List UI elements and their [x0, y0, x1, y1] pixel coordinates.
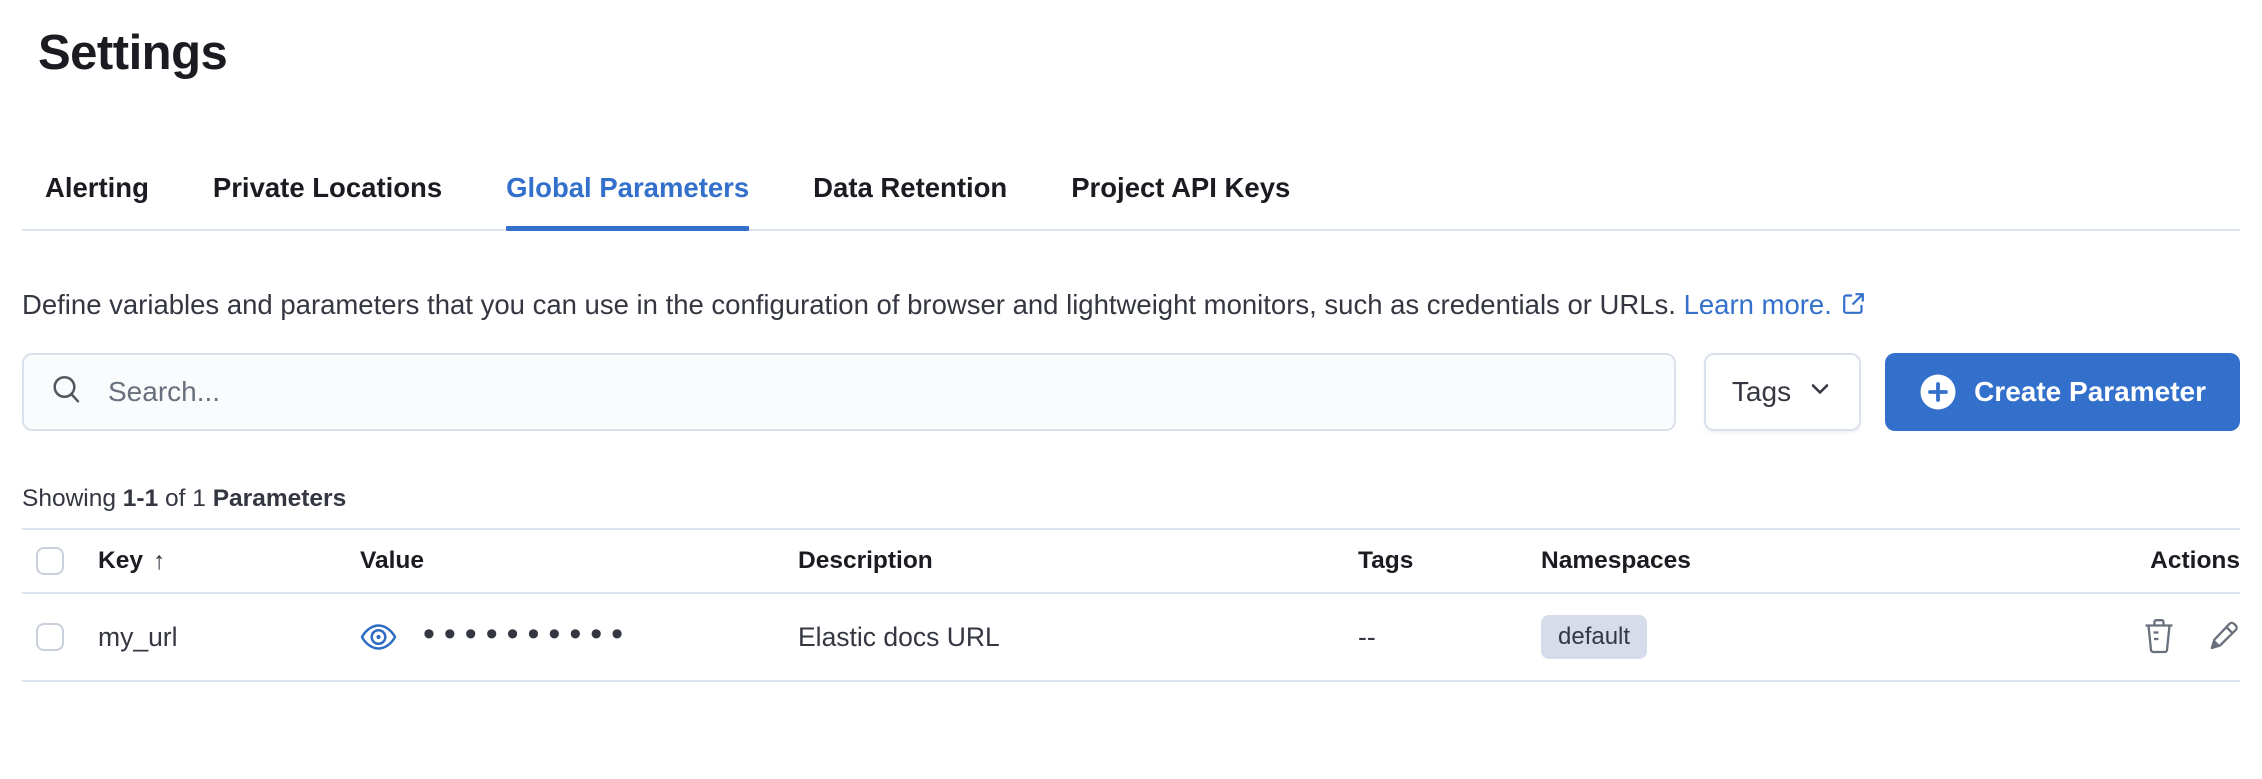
page-description: Define variables and parameters that you… — [22, 281, 2192, 331]
sort-ascending-icon: ↑ — [152, 546, 166, 575]
tags-filter-label: Tags — [1731, 376, 1792, 407]
results-range: 1-1 — [122, 485, 159, 512]
tab-project-api-keys[interactable]: Project API Keys — [1071, 172, 1291, 203]
search-box — [22, 353, 1676, 431]
column-header-key[interactable]: Key ↑ — [98, 546, 166, 575]
cell-description: Elastic docs URL — [798, 621, 1000, 652]
delete-button[interactable] — [2142, 618, 2176, 657]
search-input[interactable] — [106, 375, 1648, 409]
column-header-actions: Actions — [2150, 547, 2240, 574]
column-header-tags[interactable]: Tags — [1358, 547, 1414, 574]
settings-tabs: Alerting Private Locations Global Parame… — [22, 171, 2240, 231]
edit-button[interactable] — [2206, 619, 2240, 656]
create-parameter-label: Create Parameter — [1974, 376, 2206, 407]
create-parameter-button[interactable]: Create Parameter — [1885, 353, 2240, 431]
trash-icon — [2142, 618, 2176, 657]
table-header-row: Key ↑ Value Description Tags Namespaces … — [22, 530, 2240, 594]
column-header-namespaces[interactable]: Namespaces — [1541, 547, 1691, 574]
plus-circle-icon — [1919, 373, 1957, 411]
tab-data-retention[interactable]: Data Retention — [813, 172, 1008, 203]
description-text: Define variables and parameters that you… — [22, 289, 1676, 320]
cell-tags: -- — [1358, 621, 1376, 652]
chevron-down-icon — [1807, 376, 1833, 409]
cell-actions — [2090, 618, 2240, 657]
tab-private-locations[interactable]: Private Locations — [212, 172, 443, 203]
search-icon — [50, 373, 84, 412]
column-header-value[interactable]: Value — [360, 547, 425, 574]
pencil-icon — [2206, 619, 2240, 656]
table-row: my_url •••••••••• Elastic docs URL -- de… — [22, 594, 2240, 682]
parameters-table: Key ↑ Value Description Tags Namespaces … — [22, 528, 2240, 682]
cell-namespaces: default — [1541, 615, 2090, 659]
cell-value: •••••••••• — [360, 615, 798, 654]
select-all-checkbox[interactable] — [36, 547, 64, 575]
namespace-badge: default — [1541, 615, 1648, 659]
row-checkbox[interactable] — [36, 623, 64, 651]
results-entity: Parameters — [212, 485, 347, 512]
settings-page: Settings Alerting Private Locations Glob… — [0, 25, 2262, 682]
cell-key: my_url — [98, 621, 178, 652]
results-summary: Showing 1-1 of 1 Parameters — [22, 485, 347, 512]
learn-more-link[interactable]: Learn more. — [1684, 289, 1867, 320]
external-link-icon — [1840, 284, 1867, 331]
masked-value: •••••••••• — [423, 615, 633, 653]
column-header-description[interactable]: Description — [798, 547, 933, 574]
tab-global-parameters[interactable]: Global Parameters — [506, 171, 750, 231]
eye-icon[interactable] — [360, 622, 397, 652]
page-title: Settings — [38, 26, 228, 80]
tab-alerting[interactable]: Alerting — [45, 172, 149, 203]
parameters-toolbar: Tags Create Parameter — [22, 353, 2240, 431]
tags-filter-button[interactable]: Tags — [1703, 353, 1862, 431]
